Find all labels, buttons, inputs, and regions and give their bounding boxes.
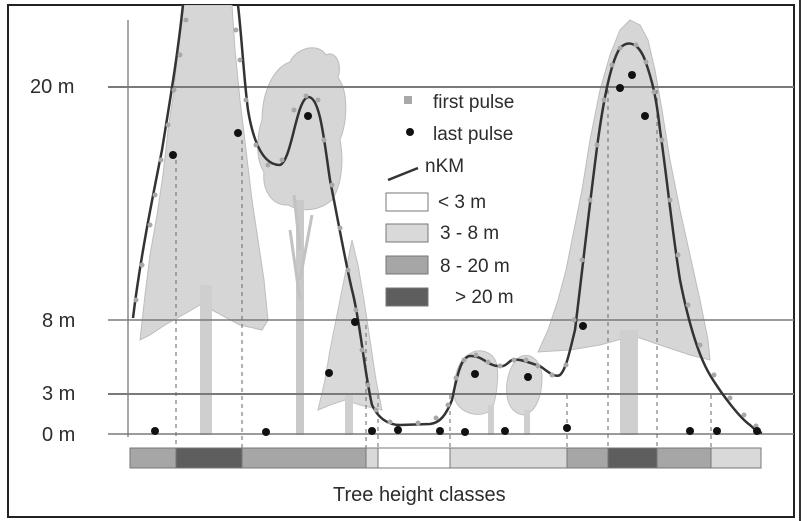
legend-nkm-marker — [387, 166, 419, 182]
shrub-stem-1 — [488, 405, 494, 435]
legend-swatch-lt3 — [385, 192, 429, 212]
legend-swatch-8-20 — [385, 255, 429, 275]
tree-trunk-4 — [620, 330, 638, 435]
class-segment-5 — [377, 447, 451, 469]
class-segment-2 — [175, 447, 243, 469]
class-segment-3 — [241, 447, 367, 469]
last-pulse-points — [151, 71, 761, 436]
legend-last-pulse-label: last pulse — [433, 124, 513, 145]
legend-class-8-20-label: 8 - 20 m — [440, 256, 510, 277]
class-segment-8 — [607, 447, 658, 469]
y-label-8m: 8 m — [42, 310, 75, 332]
y-label-20m: 20 m — [30, 76, 74, 98]
shrub-2 — [506, 354, 543, 416]
legend-swatch-gt20 — [385, 287, 429, 307]
tree-trunk-3 — [345, 395, 353, 435]
legend-first-pulse-marker — [404, 96, 412, 104]
legend: first pulse last pulse nKM < 3 m 3 - 8 m… — [385, 92, 514, 308]
legend-first-pulse-label: first pulse — [433, 92, 514, 113]
class-boundary-lines — [175, 90, 712, 448]
class-segment-10 — [710, 447, 762, 469]
tree-branches-2 — [288, 194, 314, 301]
class-segment-6 — [449, 447, 568, 469]
first-pulse-points — [133, 17, 759, 429]
shrub-1 — [453, 350, 499, 415]
legend-class-3-8-label: 3 - 8 m — [440, 223, 499, 244]
tree-trunk-2 — [296, 200, 304, 435]
legend-last-pulse-marker — [406, 128, 414, 136]
tree-trunk-1 — [200, 285, 212, 435]
legend-nkm-label: nKM — [425, 156, 464, 177]
class-segment-1 — [129, 447, 177, 469]
legend-swatch-3-8 — [385, 223, 429, 243]
y-label-3m: 3 m — [42, 383, 75, 405]
caption-tree-height-classes: Tree height classes — [333, 484, 506, 506]
legend-class-lt3-label: < 3 m — [438, 192, 486, 213]
legend-class-gt20-label: > 20 m — [455, 287, 514, 308]
class-segment-4 — [365, 447, 379, 469]
y-label-0m: 0 m — [42, 424, 75, 446]
class-bar — [129, 447, 762, 469]
class-segment-9 — [656, 447, 712, 469]
class-segment-7 — [566, 447, 609, 469]
tree-crown-2 — [257, 47, 347, 211]
shrub-stem-2 — [524, 410, 530, 435]
